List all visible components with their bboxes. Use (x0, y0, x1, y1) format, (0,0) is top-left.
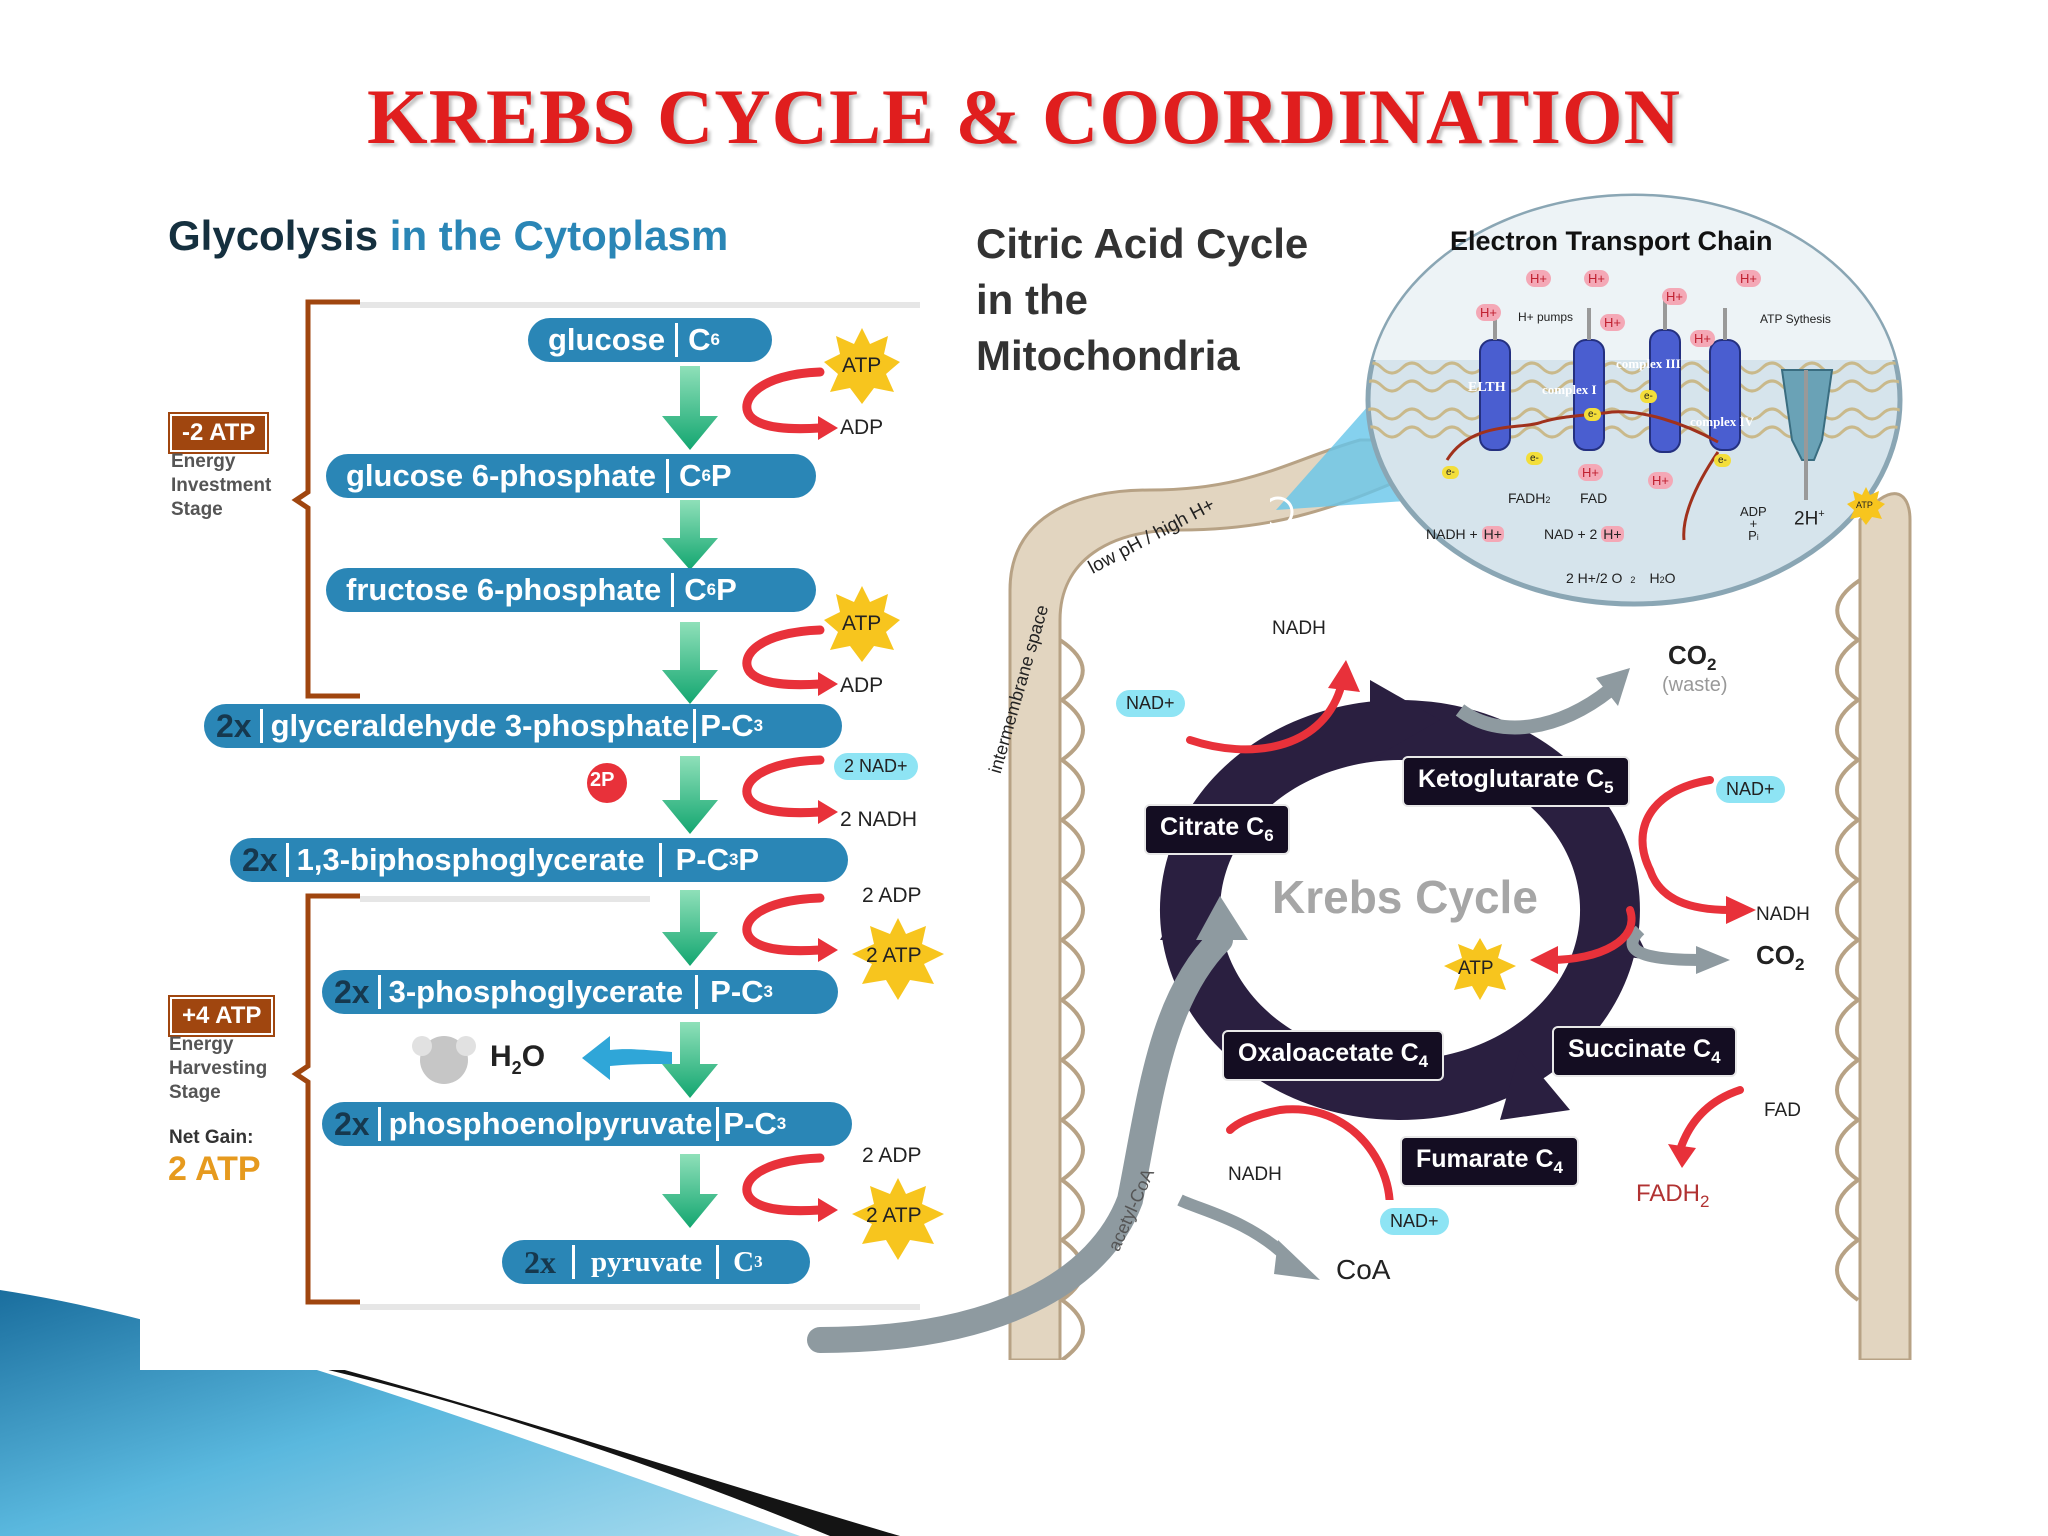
etc-complex-iii-label: complex III (1616, 356, 1681, 371)
nad-bottom-badge: NAD+ (1380, 1208, 1449, 1235)
investment-top-bar (360, 302, 920, 308)
harvest-stage-label: Energy Harvesting Stage (169, 1034, 268, 1103)
citrate-box: Citrate C6 (1144, 804, 1290, 855)
investment-bracket (291, 299, 360, 699)
etc-hplus-7: H+ (1690, 330, 1715, 347)
two-p-label: 2P (590, 769, 615, 791)
coa-label: CoA (1336, 1254, 1391, 1285)
atp-star-2 (824, 586, 900, 662)
cytoplasm-words: in the Cytoplasm (389, 212, 729, 259)
etc-adp-label: ADP+Pi (1740, 504, 1767, 543)
adp-label-3: 2 ADP (862, 884, 922, 907)
etc-hplus-1: H+ (1526, 270, 1551, 287)
etc-h-pumps-label: H+ pumps (1518, 310, 1574, 324)
krebs-atp-label: ATP (1458, 958, 1494, 979)
nadh-bottom-label: NADH (1228, 1164, 1282, 1185)
etc-hplus-4: H+ (1736, 270, 1761, 287)
etc-electron-2: e- (1526, 452, 1543, 465)
atp-label-4: 2 ATP (866, 1204, 922, 1227)
etc-hplus-6: H+ (1600, 314, 1625, 331)
harvest-atp-badge: +4 ATP (170, 997, 274, 1035)
investment-atp-badge: -2 ATP (170, 414, 268, 452)
krebs-atp-star (1444, 938, 1516, 1000)
etc-atp-label: ATP (1856, 500, 1873, 510)
water-molecule-icon (412, 1036, 476, 1084)
atp-label-2: ATP (842, 612, 882, 635)
atp-label-3: 2 ATP (866, 944, 922, 967)
nad-plus-badge: 2 NAD+ (834, 753, 918, 780)
krebs-red-arrows (1186, 660, 1756, 1200)
glycolysis-red-arrows (742, 367, 838, 1222)
nad-right-badge: NAD+ (1716, 776, 1785, 803)
nad-top-badge: NAD+ (1116, 690, 1185, 717)
mitochondria-membrane (1008, 438, 1912, 1360)
water-out-arrow (582, 1036, 672, 1080)
etc-circle (1365, 193, 1903, 607)
etc-atp-synthesis-label: ATP Sythesis (1760, 312, 1831, 326)
atp-label-1: ATP (842, 354, 882, 377)
etc-2h-label: 2H+ (1794, 508, 1825, 530)
etc-nad2-label: NAD + 2 H+ (1544, 526, 1624, 542)
etc-complex-i-label: complex I (1542, 382, 1597, 397)
fumarate-box: Fumarate C4 (1400, 1136, 1580, 1187)
etc-electron-1: e- (1442, 466, 1459, 479)
glycolysis-heading: Glycolysis in the Cytoplasm (168, 212, 728, 260)
harvest-bracket (291, 893, 360, 1305)
etc-hplus-8: H+ (1578, 464, 1603, 481)
harvest-top-bar (360, 896, 650, 902)
slide-title: KREBS CYCLE & COORDINATION (367, 73, 1681, 160)
etc-electron-4: e- (1640, 390, 1657, 403)
mito-heading: Citric Acid Cycle in the Mitochondria (976, 220, 1309, 379)
krebs-cycle-label: Krebs Cycle (1272, 871, 1538, 923)
etc-hplus-9: H+ (1648, 472, 1673, 489)
net-gain-label: Net Gain: (169, 1127, 254, 1148)
etc-hplus-2: H+ (1584, 270, 1609, 287)
atp-star-3 (852, 918, 944, 1000)
etc-atp-star (1847, 487, 1885, 525)
etc-title: Electron Transport Chain (1450, 226, 1773, 256)
adp-label-4: 2 ADP (862, 1144, 922, 1167)
glycolysis-green-arrows (662, 366, 718, 1228)
etc-fadh-label: FADH2 (1508, 490, 1551, 506)
adp-label-2: ADP (840, 674, 884, 697)
co2-top-label: CO2 (1668, 640, 1717, 674)
succinate-box: Succinate C4 (1552, 1026, 1737, 1077)
two-p-circle (585, 761, 629, 805)
etc-fad-label: FAD (1580, 490, 1608, 506)
harvest-bottom-bar (360, 1304, 920, 1310)
ketoglutarate-box: Ketoglutarate C5 (1402, 756, 1630, 807)
glycolysis-word: Glycolysis (168, 212, 379, 259)
co2-right-label: CO2 (1756, 940, 1805, 974)
krebs-grey-arrows (807, 668, 1730, 1353)
etc-hplus-5: H+ (1476, 304, 1501, 321)
nadh-top-label: NADH (1272, 618, 1326, 639)
oxaloacetate-box: Oxaloacetate C4 (1222, 1030, 1445, 1081)
etc-hplus-3: H+ (1662, 288, 1687, 305)
etc-electron-5: e- (1714, 454, 1731, 467)
nadh-label: 2 NADH (840, 808, 918, 831)
investment-stage-label: Energy Investment Stage (171, 451, 272, 520)
etc-complex-iv-label: complex IV (1690, 414, 1754, 429)
adp-label-1: ADP (840, 416, 884, 439)
waste-label: (waste) (1662, 674, 1728, 696)
water-label: H2O (490, 1040, 546, 1078)
etc-electron-3: e- (1584, 408, 1601, 421)
fad-label: FAD (1764, 1100, 1801, 1121)
etc-elth-label: ELTH (1468, 380, 1506, 395)
net-gain-value: 2 ATP (168, 1150, 261, 1188)
atp-star-1 (824, 328, 900, 404)
atp-star-4 (852, 1178, 944, 1260)
nadh-right-label: NADH (1756, 904, 1810, 925)
fadh2-label: FADH2 (1636, 1180, 1710, 1211)
etc-nadh-label: NADH + H+ (1426, 526, 1504, 542)
